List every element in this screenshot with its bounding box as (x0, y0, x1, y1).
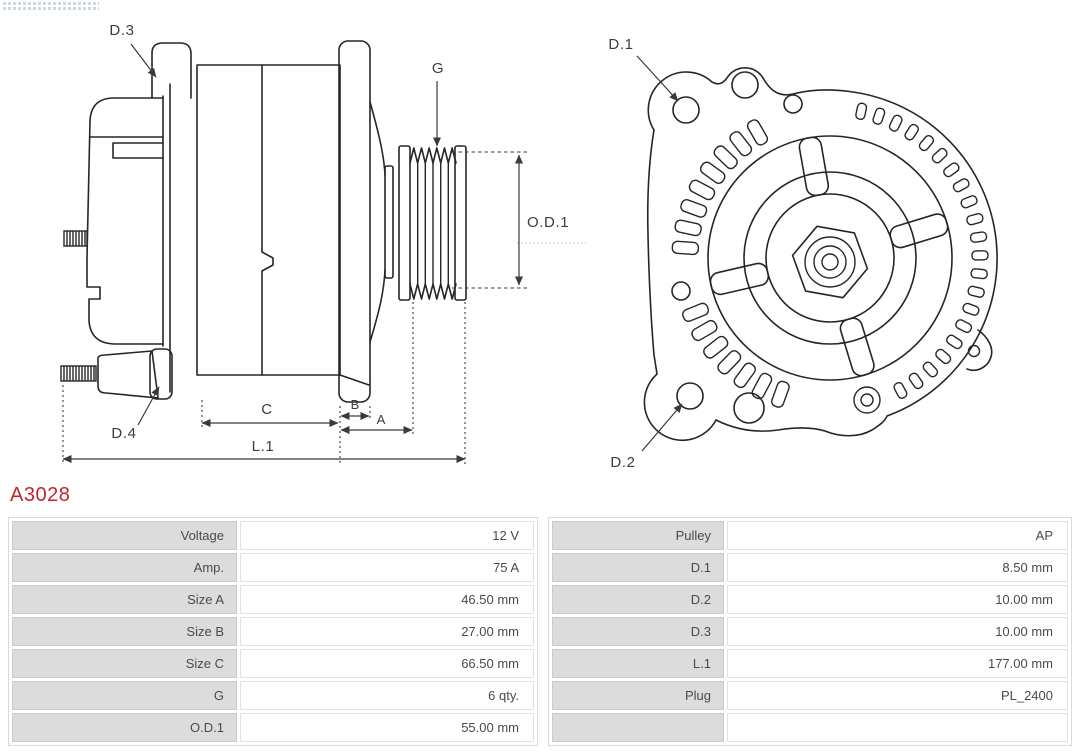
dim-label-d1: D.1 (608, 36, 633, 53)
watermark-row (3, 2, 99, 5)
spec-label: G (12, 681, 237, 710)
dim-label-g: G (432, 60, 444, 77)
table-row: Size A 46.50 mm (12, 585, 534, 614)
top-boss-hole (731, 71, 759, 99)
side-lug (966, 329, 993, 372)
table-row: Size B 27.00 mm (12, 617, 534, 646)
bottom-boss-hole (733, 392, 765, 424)
mount-stud (60, 365, 97, 382)
bracket-face-circle (707, 135, 953, 381)
dim-label-c: C (261, 401, 272, 418)
vent-slots (671, 102, 989, 408)
inner-circle (743, 171, 917, 345)
spec-value: 66.50 mm (240, 649, 534, 678)
small-hole (783, 94, 803, 114)
table-row: L.1 177.00 mm (552, 649, 1068, 678)
main-body (169, 64, 370, 393)
spec-value: 6 qty. (240, 681, 534, 710)
spec-value: 27.00 mm (240, 617, 534, 646)
watermark-row (3, 7, 99, 10)
spec-value: PL_2400 (727, 681, 1068, 710)
table-row: Plug PL_2400 (552, 681, 1068, 710)
table-row: G 6 qty. (12, 681, 534, 710)
table-row: Pulley AP (552, 521, 1068, 550)
shaft (369, 101, 394, 343)
spec-value: 75 A (240, 553, 534, 582)
spec-label: Size C (12, 649, 237, 678)
spec-label: D.1 (552, 553, 724, 582)
spec-value: 46.50 mm (240, 585, 534, 614)
table-row: D.3 10.00 mm (552, 617, 1068, 646)
top-mount-ear (151, 42, 192, 99)
side-view: D.3 G O.D.1 C B A (60, 22, 586, 464)
spec-label: O.D.1 (12, 713, 237, 742)
spec-label: D.3 (552, 617, 724, 646)
table-row: Voltage 12 V (12, 521, 534, 550)
table-row: D.2 10.00 mm (552, 585, 1068, 614)
pulley (398, 145, 467, 301)
mount-hole-d1 (672, 96, 700, 124)
spec-label: Size B (12, 617, 237, 646)
front-dimensions: D.1 D.2 (608, 36, 683, 471)
spec-value: 10.00 mm (727, 617, 1068, 646)
dim-label-a: A (377, 412, 386, 427)
spec-label: D.2 (552, 585, 724, 614)
side-dimensions: D.3 G O.D.1 C B A (62, 22, 586, 464)
housing-outline (643, 67, 998, 442)
front-view: D.1 D.2 (608, 36, 998, 471)
dim-label-d2: D.2 (610, 454, 635, 471)
spec-label: Size A (12, 585, 237, 614)
bottom-lug-boss (853, 386, 881, 414)
dim-label-od1: O.D.1 (527, 214, 569, 231)
spec-label: Amp. (12, 553, 237, 582)
bottom-lug-hole (860, 393, 874, 407)
lower-mount-boot (97, 348, 173, 400)
dim-label-d4: D.4 (111, 425, 136, 442)
spec-value: 10.00 mm (727, 585, 1068, 614)
alternator-technical-drawing: D.3 G O.D.1 C B A (60, 22, 998, 471)
spokes (709, 136, 949, 377)
front-hub (338, 40, 371, 403)
terminal-stud (63, 230, 88, 247)
dim-label-d3: D.3 (109, 22, 134, 39)
mount-hole-d2 (676, 382, 704, 410)
spec-label: Plug (552, 681, 724, 710)
spec-value: 8.50 mm (727, 553, 1068, 582)
rotor-circle (765, 193, 895, 323)
spec-value: 55.00 mm (240, 713, 534, 742)
rear-housing (86, 95, 164, 347)
table-row: Size C 66.50 mm (12, 649, 534, 678)
as-pl-watermark-icon (3, 2, 99, 12)
table-row: D.1 8.50 mm (552, 553, 1068, 582)
spec-label: Voltage (12, 521, 237, 550)
spec-value: 177.00 mm (727, 649, 1068, 678)
spec-table-left: Voltage 12 V Amp. 75 A Size A 46.50 mm S… (8, 517, 538, 746)
spec-label (552, 713, 724, 742)
spec-table-right: Pulley AP D.1 8.50 mm D.2 10.00 mm D.3 1… (548, 517, 1072, 746)
spec-value (727, 713, 1068, 742)
side-lug-hole (967, 344, 981, 358)
spec-value: 12 V (240, 521, 534, 550)
spec-label: L.1 (552, 649, 724, 678)
spec-value: AP (727, 521, 1068, 550)
table-row (552, 713, 1068, 742)
dim-label-b: B (351, 397, 360, 412)
dim-label-l1: L.1 (252, 438, 275, 455)
spec-label: Pulley (552, 521, 724, 550)
table-row: Amp. 75 A (12, 553, 534, 582)
left-edge-hole (671, 281, 691, 301)
product-code: A3028 (10, 484, 71, 506)
shaft-nut (791, 225, 869, 299)
table-row: O.D.1 55.00 mm (12, 713, 534, 742)
